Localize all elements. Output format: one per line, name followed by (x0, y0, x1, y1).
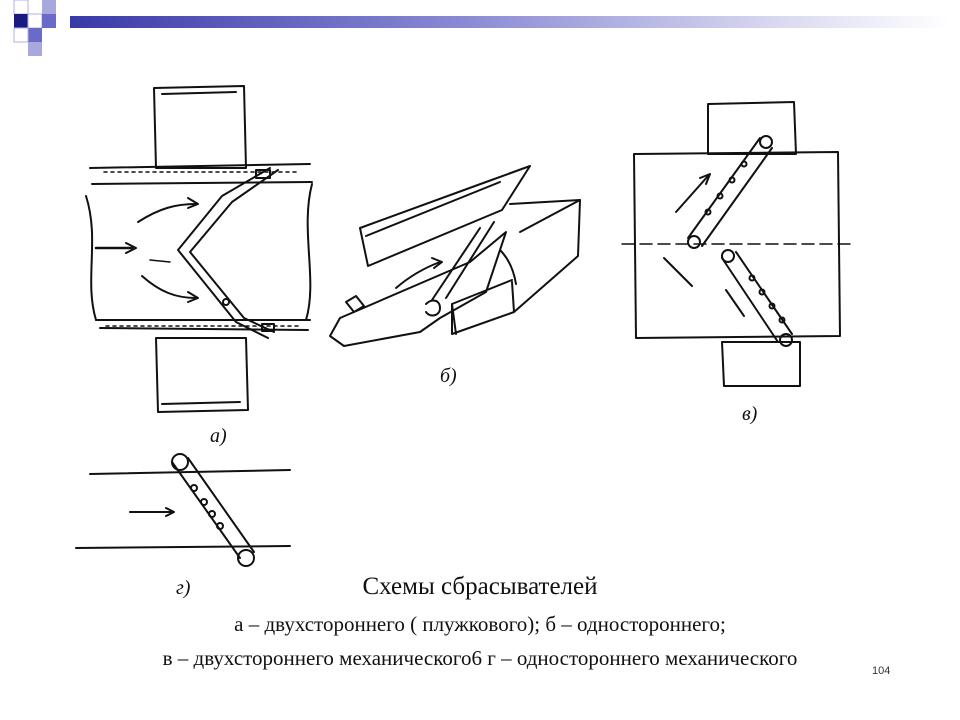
diagram-g-one-sided-mechanical (75, 453, 291, 567)
caption-title: Схемы сбрасывателей (362, 573, 598, 600)
caption-line-1: а – двухстороннего ( плужкового); б – од… (234, 612, 726, 636)
diagram-a-plough-thrower (85, 85, 313, 413)
title-bar-rule (70, 16, 950, 28)
diagram-v-two-sided-mechanical (621, 101, 855, 387)
label-g: г) (176, 577, 191, 599)
diagram-b-one-sided-thrower (329, 165, 581, 347)
corner-decoration (13, 0, 56, 56)
caption-line-2: в – двухстороннего механического6 г – од… (162, 646, 798, 670)
slide-number: 104 (872, 665, 891, 677)
label-v: в) (742, 403, 758, 425)
label-a: а) (210, 425, 227, 447)
label-b: б) (440, 365, 457, 387)
